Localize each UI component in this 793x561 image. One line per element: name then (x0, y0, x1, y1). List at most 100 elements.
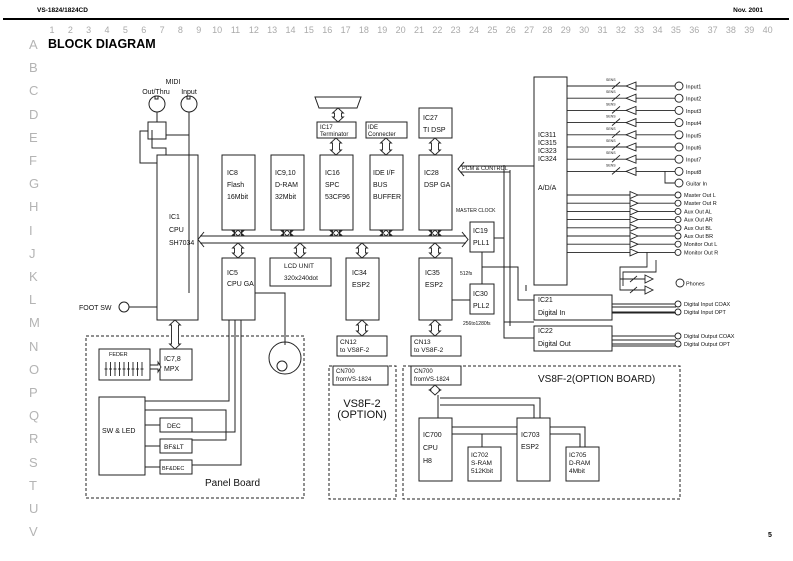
bidirectional-bus-arrow (231, 242, 245, 259)
ic702-label: IC702 (471, 452, 489, 459)
ada-converter-block (533, 76, 568, 286)
midi-out-connector-icon (148, 95, 166, 113)
ic5-label: IC5 (227, 270, 238, 277)
ic30-label: IC30 (473, 291, 488, 298)
ada-ic-label: IC311 (538, 132, 556, 139)
column-number: 17 (340, 25, 351, 35)
cn700-right-block (410, 365, 462, 386)
output-label: Aux Out AR (684, 218, 713, 224)
midi-thru-switch (147, 121, 167, 140)
ic1-label: IC1 (169, 214, 180, 221)
model-header: VS-1824/1824CD (37, 7, 88, 14)
ic78-label: MPX (164, 366, 180, 373)
ic30-label: PLL2 (473, 303, 489, 310)
page-title: BLOCK DIAGRAM (48, 37, 156, 51)
ic9-dram-block (270, 154, 305, 231)
option-board-label: VS8F-2(OPTION BOARD) (538, 374, 655, 385)
sens-trim-icon (611, 154, 621, 163)
fader-label: FEDER (109, 352, 128, 358)
page-number: 5 (768, 532, 772, 539)
row-letter: H (29, 199, 39, 215)
column-number: 28 (542, 25, 553, 35)
bflt-label: BF&LT (164, 444, 184, 451)
ic34-esp2-block (345, 257, 380, 321)
cn12-label: CN12 (340, 339, 357, 346)
lcd-label: 320x240dot (284, 275, 318, 282)
ic8-flash-block (221, 154, 256, 231)
ic21-label: IC21 (538, 297, 553, 304)
column-number: 26 (505, 25, 516, 35)
ic703-label: IC703 (521, 432, 540, 439)
column-number: 9 (196, 25, 202, 35)
sens-trim-icon (611, 130, 621, 139)
ic19-label: IC19 (473, 228, 488, 235)
ic27-label: TI DSP (423, 127, 446, 134)
input-label: Input1 (686, 85, 701, 91)
output-label: Monitor Out L (684, 242, 717, 248)
bidirectional-bus-arrow (280, 229, 294, 237)
sens-trim-icon (611, 118, 621, 126)
column-number: 7 (159, 25, 165, 35)
output-label: Master Out R (684, 201, 717, 207)
input-amp-icon (624, 142, 637, 152)
ide-label: IDE I/F (373, 170, 395, 177)
ic9-label: IC9,10 (275, 170, 296, 177)
guitar-jack-icon (674, 178, 684, 188)
ic28-label: IC28 (424, 170, 439, 177)
column-number: 1 (49, 25, 55, 35)
output-label: Aux Out BL (684, 226, 712, 232)
panel-board-region (85, 335, 305, 499)
output-label: Aux Out BR (684, 234, 713, 240)
ide-label: BUFFER (373, 194, 401, 201)
sens-label: SENS (606, 127, 616, 131)
column-number: 3 (86, 25, 92, 35)
output-amp-icon (629, 248, 640, 257)
ada-label: A/D/A (538, 185, 557, 192)
ada-ic-label: IC324 (538, 156, 557, 163)
sens-label: SENS (606, 78, 616, 82)
sw-led-block (98, 396, 146, 476)
ide-connector-label: IDE (368, 125, 378, 131)
midi-in-connector-icon (180, 95, 198, 113)
column-number: 12 (248, 25, 259, 35)
column-number: 21 (413, 25, 425, 35)
column-number: 23 (450, 25, 461, 35)
column-number: 36 (689, 25, 700, 35)
ide-bus-buffer-block (369, 154, 404, 231)
column-number: 38 (725, 25, 736, 35)
fader-block (98, 348, 151, 381)
digital-input-label: Digital Input COAX (684, 302, 730, 308)
ic700-label: H8 (423, 458, 432, 465)
input-amp-icon (624, 93, 637, 103)
ic702-label: S-RAM (471, 460, 492, 467)
column-number: 33 (634, 25, 645, 35)
column-number: 37 (707, 25, 718, 35)
row-letter: J (29, 245, 36, 261)
ic702-label: 512Kbit (471, 468, 493, 475)
ic5-cpu-ga-block (221, 257, 256, 321)
scsi-connector-icon (314, 96, 362, 109)
cn700-right-label: CN700 (414, 369, 433, 375)
cn13-block (410, 335, 462, 357)
bidirectional-bus-arrow (331, 107, 345, 123)
column-number: 2 (67, 25, 73, 35)
output-amp-icon (629, 240, 640, 249)
pcm-control-label: PCM & CONTROL (462, 166, 508, 172)
column-number: 14 (285, 25, 296, 35)
ic35-label: ESP2 (425, 282, 443, 289)
bidirectional-bus-arrow (355, 242, 369, 259)
output-jack-icon (674, 191, 682, 199)
ic700-cpu-block (418, 417, 453, 482)
ic17-label: IC17 (320, 125, 333, 131)
input-label: Input2 (686, 97, 701, 103)
row-letter: E (29, 129, 38, 145)
column-number: 39 (744, 25, 755, 35)
ic35-label: IC35 (425, 270, 440, 277)
input-amp-icon (624, 154, 637, 164)
bidirectional-bus-arrow (329, 137, 343, 156)
input-jack-icon (674, 154, 684, 164)
column-number: 34 (652, 25, 663, 35)
row-letter: D (29, 106, 39, 122)
ic21-label: Digital In (538, 310, 565, 317)
input-label: Input8 (686, 170, 701, 176)
